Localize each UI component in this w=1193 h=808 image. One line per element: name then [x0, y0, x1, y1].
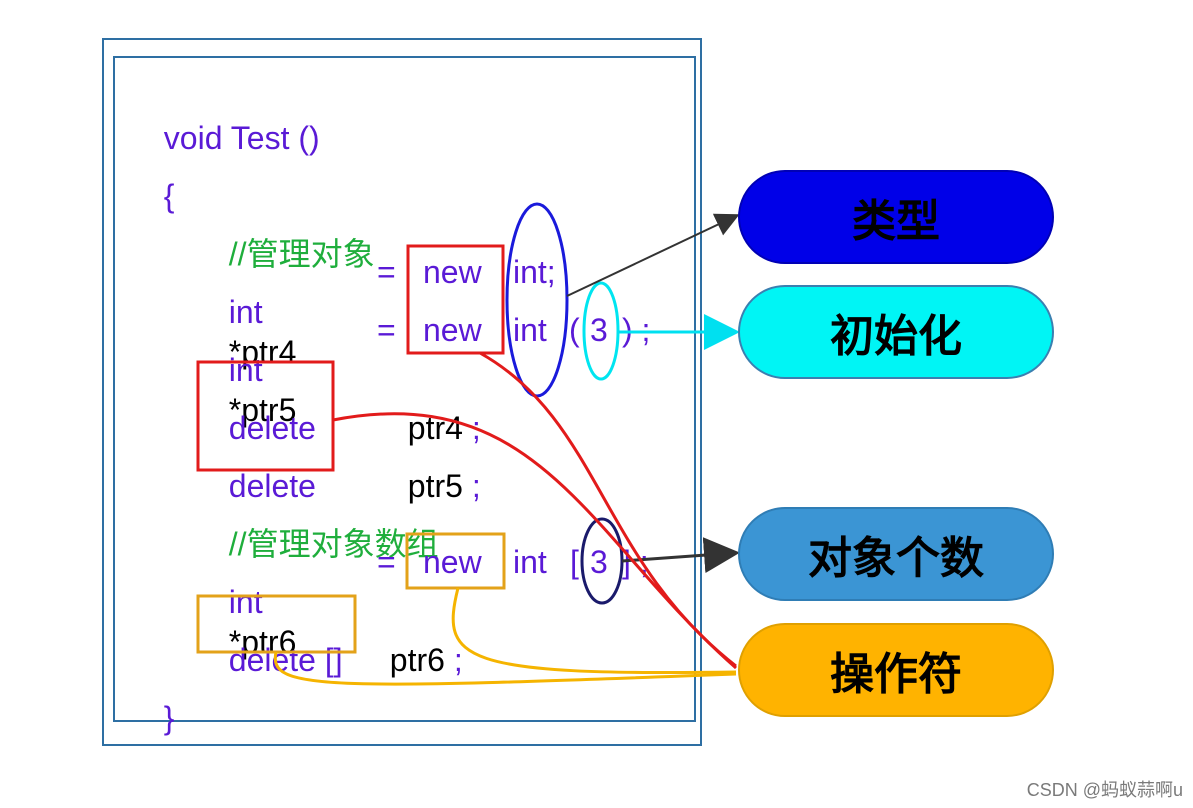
int-type: int	[513, 544, 547, 580]
code-line-open-brace: {	[146, 136, 175, 216]
ptr6-eq: =	[377, 542, 396, 582]
int-type: int	[513, 312, 547, 348]
delete-array-operand: ptr6 ;	[372, 600, 463, 680]
equals-sign: =	[377, 312, 396, 348]
ptr6-identifier: ptr6	[241, 624, 297, 660]
paren-open: (	[569, 312, 580, 348]
delete-to-operator-curve	[332, 412, 737, 670]
semicolon: ;	[453, 642, 463, 678]
equals-sign: =	[377, 254, 396, 290]
new-to-operator-curve	[479, 351, 737, 668]
code-line-ptr5: int *ptr5	[211, 310, 297, 430]
ptr6-identifier: ptr6	[389, 642, 445, 678]
ptr4-new: new	[423, 252, 482, 292]
ptr5-identifier: ptr5	[241, 392, 297, 428]
code-frame-inner	[113, 56, 696, 722]
new-keyword: new	[423, 544, 482, 580]
code-line-ptr6: int *ptr6	[211, 542, 297, 662]
code-line-delete-ptr5: delete	[211, 426, 316, 506]
delete-keyword: delete	[228, 410, 316, 446]
init-ellipse	[582, 281, 620, 381]
code-line-close-brace: }	[146, 658, 175, 738]
new-keyword: new	[423, 254, 482, 290]
ptr5-identifier: ptr5	[407, 468, 463, 504]
new-array-highlight-box	[405, 532, 506, 590]
new-keyword: new	[423, 312, 482, 348]
ptr4-type: int;	[513, 252, 556, 292]
ptr5-paren-close: ) ;	[622, 310, 650, 350]
delete-keyword: delete	[228, 468, 316, 504]
watermark: CSDN @蚂蚁蒜啊u	[1026, 780, 1183, 800]
ptr5-new: new	[423, 310, 482, 350]
delete-array-to-operator-curve	[273, 651, 737, 686]
count-label: 对象个数	[808, 533, 984, 584]
ptr5-num: 3	[590, 310, 608, 350]
ptr6-new: new	[423, 542, 482, 582]
close-brace: }	[163, 700, 175, 736]
pointer-star: *	[228, 392, 242, 428]
count-ellipse	[580, 517, 624, 605]
ptr5-type: int	[513, 310, 547, 350]
semicolon: ;	[471, 468, 481, 504]
type-ellipse	[505, 202, 569, 398]
ptr6-num: 3	[590, 542, 608, 582]
count-value: 3	[590, 544, 608, 580]
operator-label-pill: 操作符	[738, 623, 1054, 717]
init-value: 3	[590, 312, 608, 348]
ptr6-type: int	[513, 542, 547, 582]
function-signature: void Test ()	[163, 120, 320, 156]
delete-highlight-box	[196, 360, 335, 472]
int-keyword: int	[228, 584, 263, 620]
ptr6-bracket-open: [	[570, 542, 579, 582]
int-keyword: int	[228, 294, 263, 330]
new-array-to-operator-curve	[451, 587, 737, 675]
new-highlight-box	[406, 244, 505, 355]
ptr5-eq: =	[377, 310, 396, 350]
comment-manage-object: //管理对象	[228, 236, 375, 272]
count-label-pill: 对象个数	[738, 507, 1054, 601]
ptr5-paren-open: (	[569, 310, 580, 350]
type-arrow	[566, 213, 740, 297]
open-brace: {	[163, 178, 175, 214]
equals-sign: =	[377, 544, 396, 580]
comment-manage-array: //管理对象数组	[228, 526, 439, 562]
int-type: int;	[513, 254, 556, 290]
code-frame-outer	[102, 38, 702, 746]
paren-close: ) ;	[622, 312, 651, 348]
init-label: 初始化	[830, 311, 962, 362]
code-line-function: void Test ()	[146, 78, 320, 158]
bracket-open: [	[570, 544, 579, 580]
ptr4-eq: =	[377, 252, 396, 292]
type-label-pill: 类型	[738, 170, 1054, 264]
operator-label: 操作符	[830, 649, 962, 700]
type-label: 类型	[852, 196, 940, 247]
delete-ptr5-operand: ptr5 ;	[390, 426, 481, 506]
delete-array-highlight-box	[196, 594, 357, 654]
int-keyword: int	[228, 352, 263, 388]
code-line-delete-ptr4: delete	[211, 368, 316, 448]
code-comment-object: //管理对象	[211, 194, 375, 274]
ptr4-identifier: ptr4	[241, 334, 297, 370]
init-label-pill: 初始化	[738, 285, 1054, 379]
code-comment-array: //管理对象数组	[211, 484, 439, 564]
